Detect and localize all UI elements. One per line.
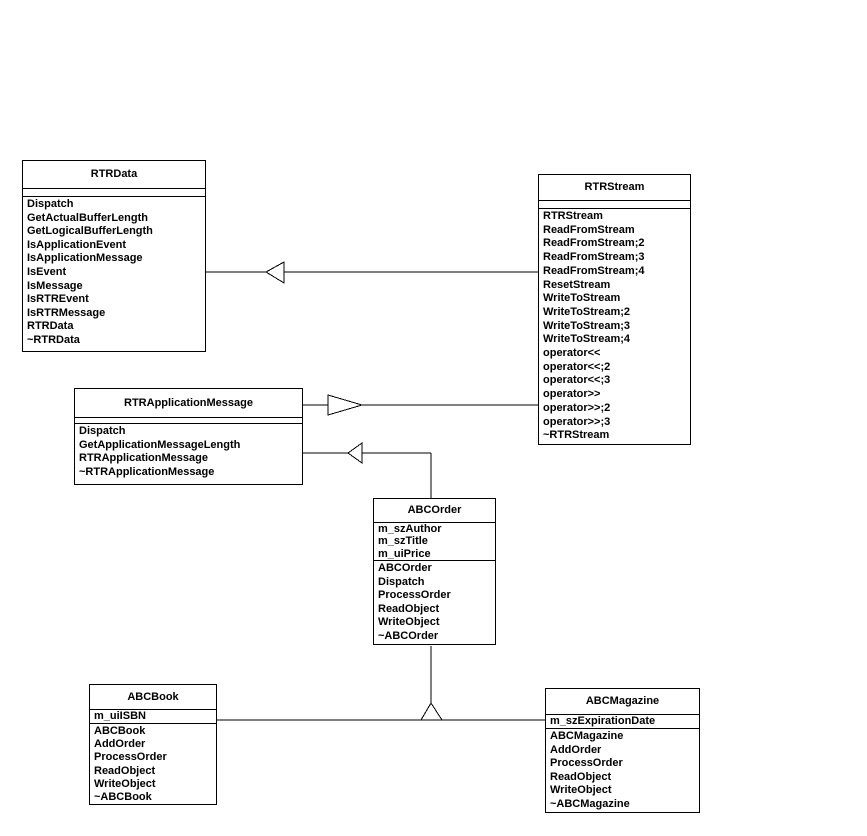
method-item: AddOrder bbox=[94, 738, 146, 751]
method-item: GetApplicationMessageLength bbox=[79, 438, 241, 451]
method-item: Dispatch bbox=[378, 575, 425, 588]
method-item: ABCOrder bbox=[378, 562, 432, 574]
method-item: WriteToStream bbox=[543, 292, 621, 305]
attribute-item: m_uiPrice bbox=[378, 547, 431, 560]
method-item: ~ABCMagazine bbox=[550, 797, 630, 810]
method-item: operator<<;3 bbox=[543, 374, 611, 387]
method-item: ReadObject bbox=[378, 602, 440, 615]
method-item: WriteToStream;4 bbox=[543, 333, 631, 346]
attributes-compartment-rtrstream bbox=[539, 201, 690, 209]
method-item: ABCBook bbox=[94, 725, 146, 737]
method-item: operator>> bbox=[543, 388, 601, 401]
method-item: Dispatch bbox=[79, 425, 126, 437]
method-item: ~RTRStream bbox=[543, 429, 610, 442]
method-item: ReadObject bbox=[94, 764, 156, 777]
method-item: ABCMagazine bbox=[550, 730, 624, 742]
method-item: ReadFromStream bbox=[543, 223, 635, 236]
class-box-abcmagazine: ABCMagazine m_szExpirationDate ABCMagazi… bbox=[545, 688, 700, 813]
attribute-item: m_uiISBN bbox=[94, 710, 146, 722]
attribute-item: m_szAuthor bbox=[378, 523, 442, 535]
method-item: GetLogicalBufferLength bbox=[27, 225, 153, 238]
generalization-arrowhead-rtrdata bbox=[265, 261, 285, 284]
class-name-rtrstream: RTRStream bbox=[539, 175, 690, 201]
method-item: AddOrder bbox=[550, 743, 602, 756]
class-name-abcbook: ABCBook bbox=[90, 685, 216, 710]
method-item: IsRTREvent bbox=[27, 293, 89, 306]
method-item: ~RTRData bbox=[27, 333, 80, 346]
method-item: ~ABCOrder bbox=[378, 629, 439, 642]
method-item: IsRTRMessage bbox=[27, 306, 106, 319]
method-item: ResetStream bbox=[543, 278, 611, 291]
method-item: WriteToStream;3 bbox=[543, 319, 631, 332]
generalization-arrowhead-rtrstream bbox=[327, 394, 364, 416]
method-item: ProcessOrder bbox=[94, 751, 167, 764]
method-item: IsMessage bbox=[27, 279, 83, 292]
method-item: operator<<;2 bbox=[543, 360, 611, 373]
method-item: WriteObject bbox=[94, 777, 156, 790]
attributes-compartment-abcbook: m_uiISBN bbox=[90, 710, 216, 724]
method-item: ReadFromStream;3 bbox=[543, 251, 645, 264]
method-item: WriteToStream;2 bbox=[543, 305, 631, 318]
method-item: operator>>;3 bbox=[543, 415, 611, 428]
attributes-compartment-rtrdata bbox=[23, 189, 205, 197]
method-item: IsApplicationEvent bbox=[27, 238, 127, 251]
generalization-arrowhead-abcorder bbox=[420, 702, 443, 721]
method-item: ReadObject bbox=[550, 770, 612, 783]
attributes-compartment-rtrapplicationmessage bbox=[75, 418, 302, 424]
method-item: WriteObject bbox=[550, 784, 612, 797]
method-item: ReadFromStream;4 bbox=[543, 264, 645, 277]
method-item: operator<< bbox=[543, 347, 601, 360]
method-item: RTRData bbox=[27, 320, 74, 333]
class-name-abcorder: ABCOrder bbox=[374, 499, 495, 523]
method-item: IsApplicationMessage bbox=[27, 252, 143, 265]
method-item: IsEvent bbox=[27, 265, 67, 278]
method-item: GetActualBufferLength bbox=[27, 211, 148, 224]
method-item: ~ABCBook bbox=[94, 791, 152, 804]
attribute-item: m_szExpirationDate bbox=[550, 715, 656, 727]
attribute-item: m_szTitle bbox=[378, 535, 428, 548]
method-item: Dispatch bbox=[27, 198, 74, 210]
generalization-arrowhead-rtrappmsg bbox=[347, 442, 363, 464]
method-item: RTRApplicationMessage bbox=[79, 452, 208, 465]
class-name-rtrapplicationmessage: RTRApplicationMessage bbox=[75, 389, 302, 418]
method-item: ReadFromStream;2 bbox=[543, 237, 645, 250]
method-item: WriteObject bbox=[378, 616, 440, 629]
class-name-abcmagazine: ABCMagazine bbox=[546, 689, 699, 715]
method-item: ~RTRApplicationMessage bbox=[79, 465, 215, 478]
method-item: ProcessOrder bbox=[378, 589, 451, 602]
method-item: ProcessOrder bbox=[550, 757, 623, 770]
method-item: operator>>;2 bbox=[543, 401, 611, 414]
attributes-compartment-abcmagazine: m_szExpirationDate bbox=[546, 715, 699, 729]
class-name-rtrdata: RTRData bbox=[23, 161, 205, 189]
method-item: RTRStream bbox=[543, 210, 603, 222]
